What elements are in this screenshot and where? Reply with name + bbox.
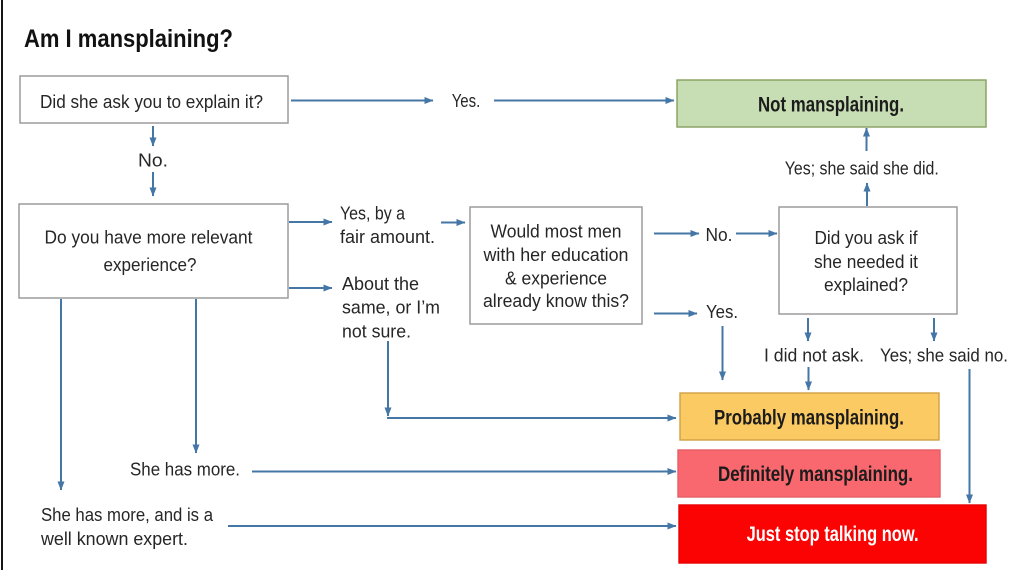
svg-text:I did not ask.: I did not ask. <box>764 346 864 366</box>
svg-text:Yes, by a: Yes, by a <box>340 204 406 224</box>
svg-text:not sure.: not sure. <box>342 322 411 342</box>
svg-text:Did she ask you to explain it?: Did she ask you to explain it? <box>40 92 263 112</box>
svg-text:No.: No. <box>138 151 168 171</box>
svg-text:well known expert.: well known expert. <box>40 529 188 549</box>
svg-text:experience?: experience? <box>104 255 197 275</box>
svg-text:No.: No. <box>706 225 733 245</box>
svg-text:About the: About the <box>342 274 419 294</box>
svg-text:Would most men: Would most men <box>491 222 622 242</box>
svg-text:same, or I’m: same, or I’m <box>342 298 440 318</box>
svg-text:Yes; she said no.: Yes; she said no. <box>880 346 1008 366</box>
svg-text:Did you ask if: Did you ask if <box>815 228 919 248</box>
svg-text:she needed it: she needed it <box>814 252 918 272</box>
svg-text:Do you have more relevant: Do you have more relevant <box>45 228 253 248</box>
svg-text:She has more.: She has more. <box>130 460 240 480</box>
svg-text:Just stop talking now.: Just stop talking now. <box>747 523 919 546</box>
svg-text:explained?: explained? <box>824 275 908 295</box>
svg-text:Yes.: Yes. <box>452 91 481 111</box>
svg-text:Yes.: Yes. <box>706 302 738 322</box>
svg-text:Yes; she said she did.: Yes; she said she did. <box>785 159 939 179</box>
svg-text:She has more, and is a: She has more, and is a <box>41 505 214 525</box>
svg-text:Am I mansplaining?: Am I mansplaining? <box>24 25 233 53</box>
svg-text:fair amount.: fair amount. <box>340 227 435 247</box>
svg-text:Probably mansplaining.: Probably mansplaining. <box>714 407 904 430</box>
svg-text:& experience: & experience <box>505 269 607 289</box>
svg-text:already know this?: already know this? <box>483 291 629 311</box>
svg-text:with her education: with her education <box>483 245 629 265</box>
svg-text:Not mansplaining.: Not mansplaining. <box>758 94 904 117</box>
svg-text:Definitely mansplaining.: Definitely mansplaining. <box>718 463 913 486</box>
